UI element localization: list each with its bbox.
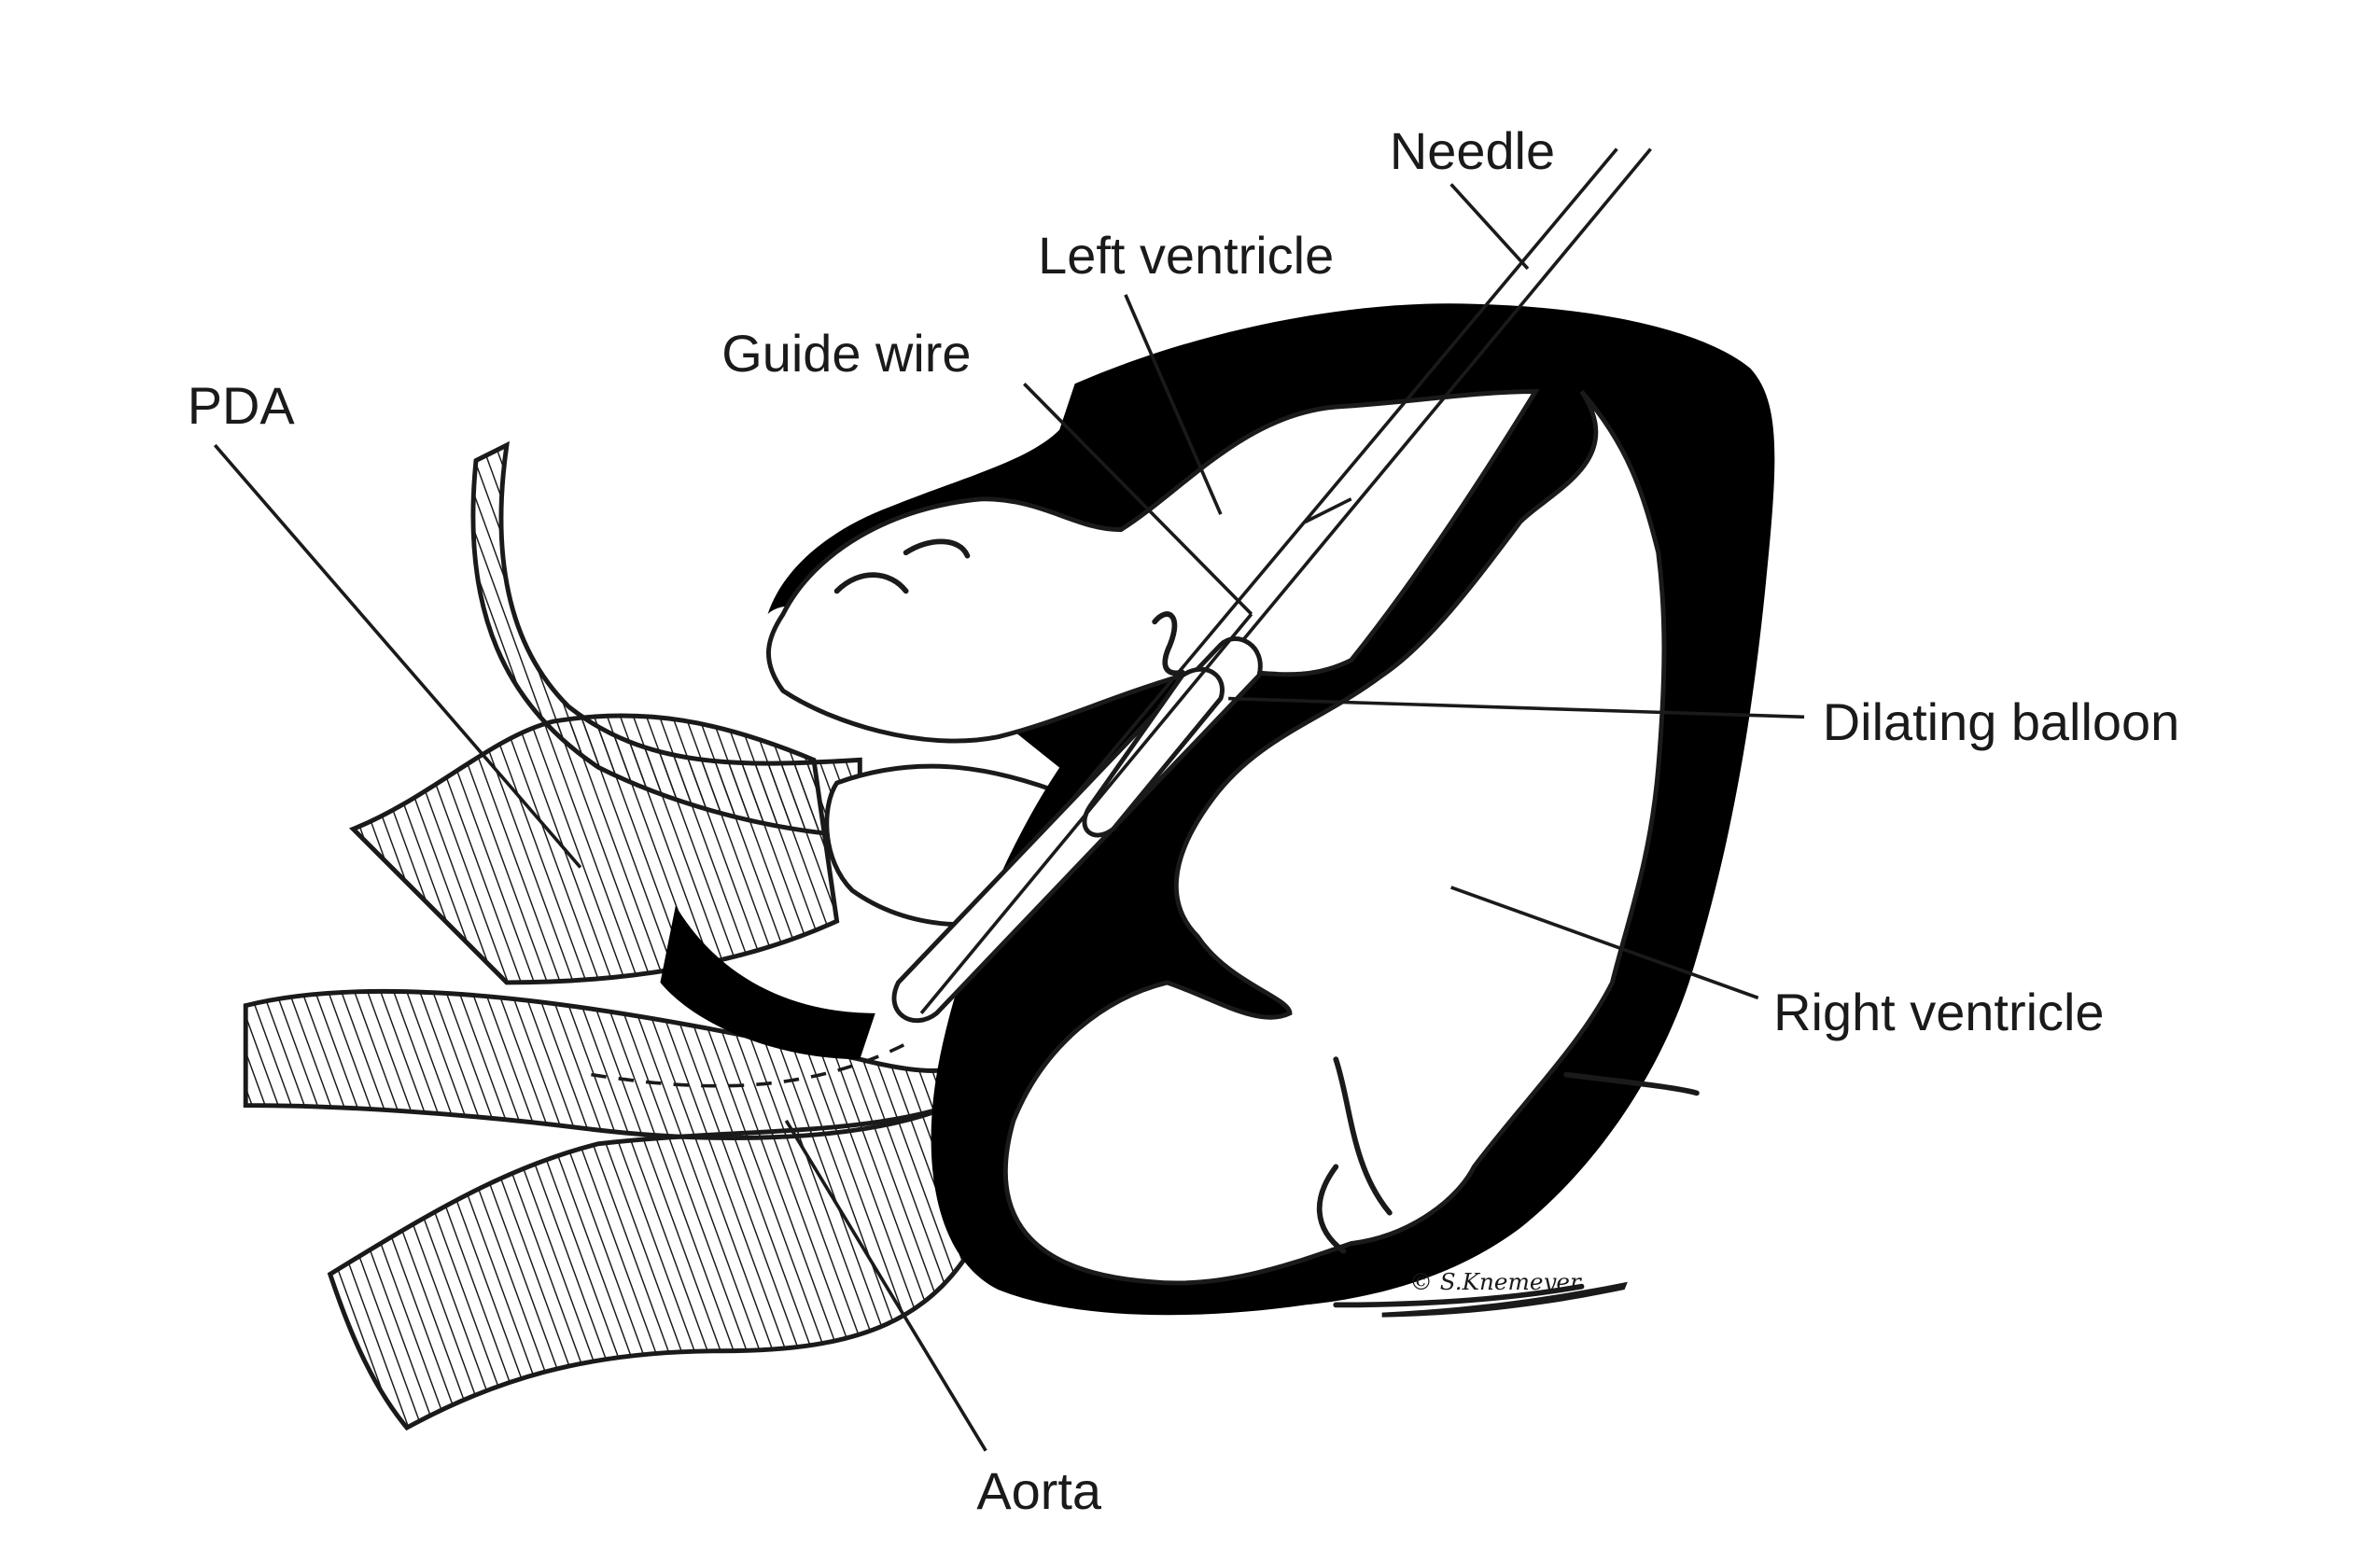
guide-wire xyxy=(919,612,1253,1014)
leader-lines xyxy=(213,183,1805,1452)
dilating-balloon xyxy=(891,636,1263,1024)
artist-signature: © S.Knemeyer xyxy=(1381,1268,1628,1318)
label-aorta: Aorta xyxy=(976,1461,1102,1520)
right-ventricle-cavity xyxy=(1002,389,1667,1286)
label-needle: Needle xyxy=(1390,121,1555,180)
label-pda: PDA xyxy=(188,376,296,435)
label-dilating-balloon: Dilating balloon xyxy=(1823,692,2179,751)
signature-text: © S.Knemeyer xyxy=(1409,1268,1582,1295)
label-left-ventricle: Left ventricle xyxy=(1038,226,1334,285)
label-guide-wire: Guide wire xyxy=(721,324,971,383)
left-ventricle-cavity xyxy=(766,389,1540,744)
heart xyxy=(766,303,1775,1316)
aorta-vessel xyxy=(243,988,990,1431)
label-right-ventricle: Right ventricle xyxy=(1773,983,2104,1041)
